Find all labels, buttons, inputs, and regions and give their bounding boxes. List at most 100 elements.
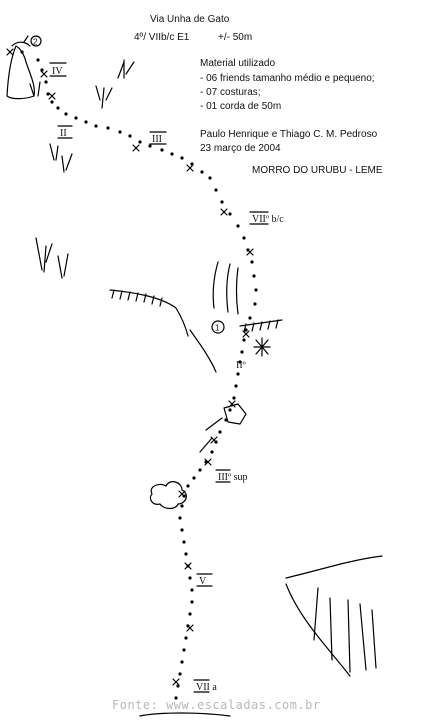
route-dot — [192, 476, 196, 480]
route-dot — [218, 430, 222, 434]
route-dot — [64, 112, 68, 116]
star-feature — [253, 337, 271, 357]
route-dot — [228, 408, 232, 412]
route-dot — [198, 468, 202, 472]
route-dot — [178, 672, 182, 676]
route-dot — [160, 148, 164, 152]
route-dot — [20, 50, 24, 54]
protection-x-mark — [48, 92, 56, 100]
route-dot — [180, 504, 184, 508]
source-credit: Fonte: www.escaladas.com.br — [112, 698, 321, 712]
route-dot — [184, 552, 188, 556]
protection-x-mark — [210, 436, 218, 444]
route-dot — [253, 302, 257, 306]
route-dot — [242, 338, 246, 342]
route-dot — [248, 316, 252, 320]
route-dot — [170, 152, 174, 156]
route-dot — [244, 328, 248, 332]
route-dot — [242, 236, 246, 240]
route-dot — [220, 200, 224, 204]
route-dot — [182, 540, 186, 544]
route-dot — [208, 176, 212, 180]
route-dot — [56, 106, 60, 110]
route-dot — [182, 648, 186, 652]
route-dot — [180, 156, 184, 160]
crack-line — [212, 261, 219, 309]
route-dot — [234, 384, 238, 388]
route-dot — [178, 516, 182, 520]
location-name: MORRO DO URUBU - LEME — [252, 165, 383, 176]
protection-x-mark — [186, 164, 194, 172]
grass-tuft — [35, 237, 53, 273]
bush — [149, 481, 187, 510]
route-title: Via Unha de Gato — [150, 14, 230, 25]
route-dot — [184, 636, 188, 640]
route-dot — [232, 396, 236, 400]
grass-tuft — [29, 81, 41, 97]
protection-x-mark — [220, 208, 228, 216]
route-length: +/- 50m — [218, 32, 252, 43]
crack-line — [235, 267, 239, 315]
grade-v: V — [199, 576, 207, 587]
ledge-hatch — [243, 319, 279, 333]
route-dot — [94, 124, 98, 128]
route-dot — [148, 144, 152, 148]
rock-face-line — [189, 329, 217, 373]
grass-tuft — [57, 253, 69, 279]
grade-iii-mid: III — [152, 134, 162, 145]
crack-line — [226, 263, 231, 313]
materials-heading: Material utilizado — [200, 58, 275, 69]
grade-iii-sup: IIIº sup — [218, 472, 247, 483]
protection-x-mark — [184, 562, 192, 570]
grade-vii-bc: VIIº b/c — [252, 214, 284, 225]
protection-x-mark — [178, 490, 186, 498]
route-dot — [36, 58, 40, 62]
protection-x-mark — [204, 458, 212, 466]
route-dot — [200, 170, 204, 174]
protection-x-mark — [242, 330, 250, 338]
route-dot — [180, 528, 184, 532]
protection-marks — [6, 48, 254, 686]
rock-mass-right — [285, 555, 383, 677]
belay-marker-top — [30, 35, 42, 47]
route-dot — [180, 660, 184, 664]
grass-tuft — [117, 59, 135, 79]
route-dot — [106, 126, 110, 130]
route-dot — [186, 484, 190, 488]
route-dot — [188, 612, 192, 616]
route-dot — [50, 100, 54, 104]
protection-x-mark — [6, 48, 14, 56]
credits-authors: Paulo Henrique e Thiago C. M. Pedroso — [200, 129, 378, 140]
route-dot — [174, 696, 178, 700]
protection-x-mark — [246, 248, 254, 256]
protection-x-mark — [132, 144, 140, 152]
materials-item: - 07 costuras; — [200, 87, 261, 98]
route-line — [20, 50, 258, 700]
route-dot — [128, 134, 132, 138]
route-dot — [44, 80, 48, 84]
route-dot — [210, 450, 214, 454]
grass-tuft — [49, 143, 59, 161]
route-dot — [74, 116, 78, 120]
overhang-hatch — [111, 289, 163, 307]
route-dot — [254, 288, 258, 292]
route-dot — [240, 350, 244, 354]
protection-x-mark — [228, 400, 236, 408]
route-dot — [250, 260, 254, 264]
route-dot — [238, 360, 242, 364]
grade-ii-lower: IIº — [236, 360, 246, 371]
credits-date: 23 março de 2004 — [200, 143, 281, 154]
summit-tree — [11, 35, 31, 47]
materials-item: - 01 corda de 50m — [200, 101, 281, 112]
route-dot — [236, 372, 240, 376]
route-dot — [118, 130, 122, 134]
materials-item: - 06 friends tamanho médio e pequeno; — [200, 73, 375, 84]
route-dot — [214, 188, 218, 192]
route-dot — [188, 576, 192, 580]
route-dot — [236, 224, 240, 228]
grade-iv: IV — [52, 66, 63, 77]
route-dot — [228, 212, 232, 216]
rock-overhang — [109, 289, 189, 337]
route-dot — [190, 600, 194, 604]
